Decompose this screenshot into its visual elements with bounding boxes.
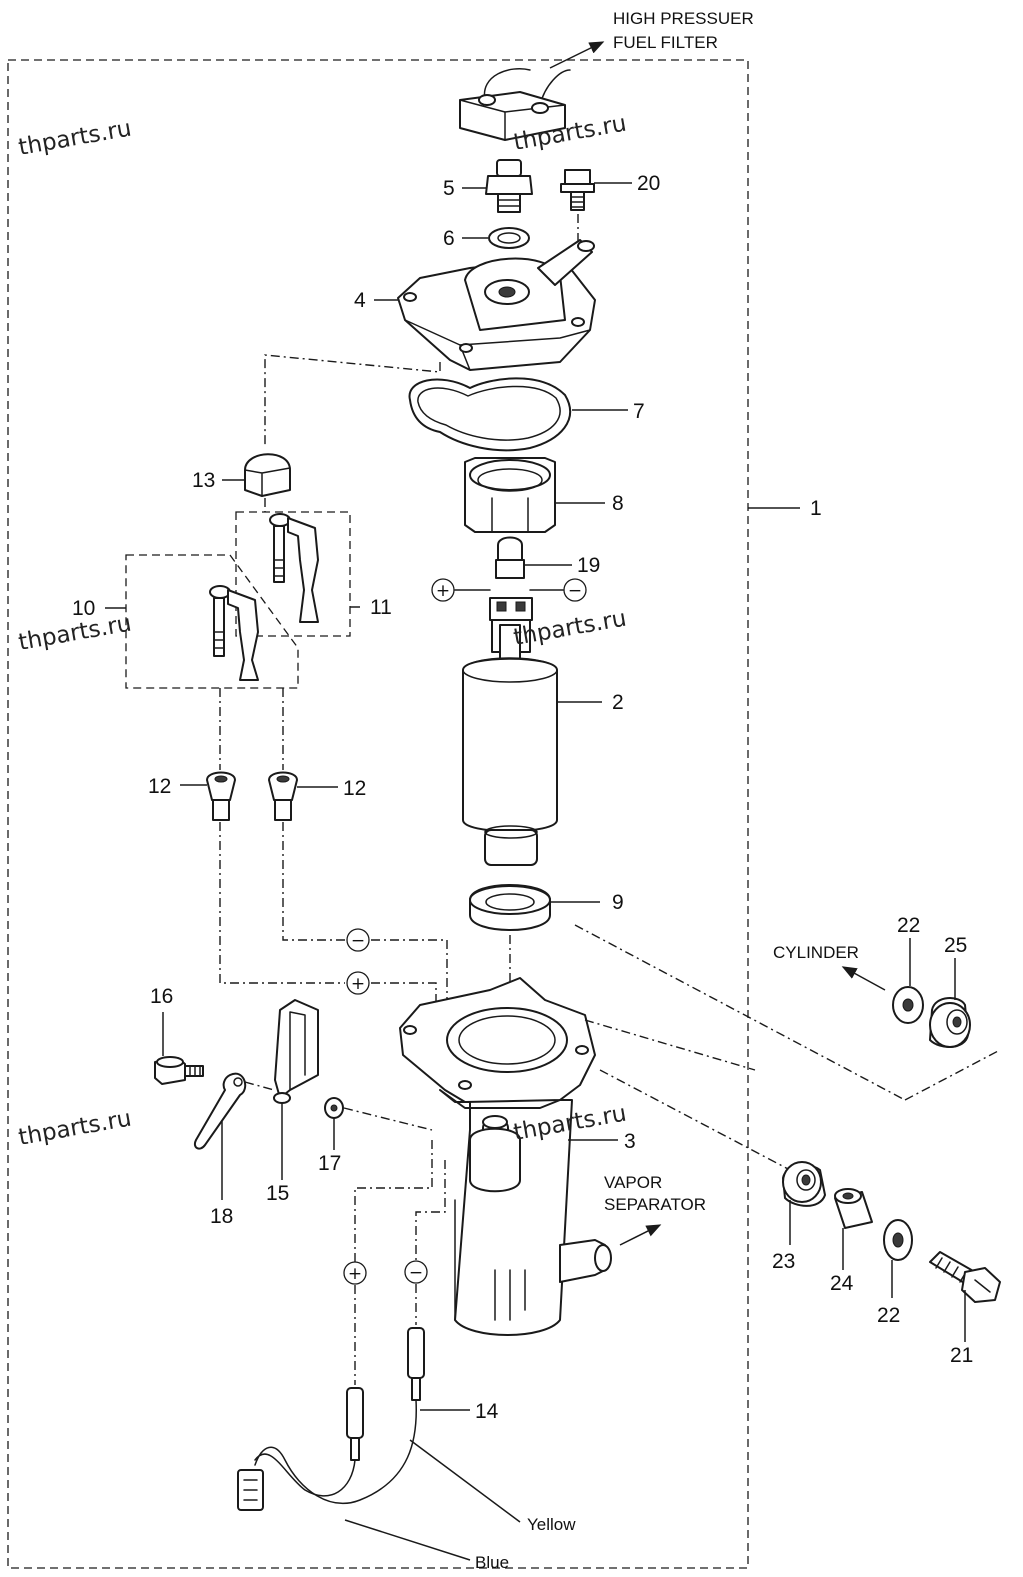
part-number-16: 16: [150, 985, 173, 1008]
label-blue-wire: Blue: [475, 1553, 509, 1572]
svg-text:−: −: [409, 1263, 423, 1283]
svg-text:+: +: [436, 581, 450, 601]
part-22-washer-upper: [892, 986, 924, 1024]
part-number-6: 6: [443, 227, 455, 250]
part-4-pump-cover: [397, 239, 596, 371]
part-3-housing: [399, 977, 612, 1336]
part-number-18: 18: [210, 1205, 233, 1228]
part-15-clamp: [273, 999, 319, 1104]
part-5-fitting: [485, 159, 533, 213]
part-number-10: 10: [72, 597, 95, 620]
part-number-24: 24: [830, 1272, 854, 1295]
part-12-boot-right: [268, 771, 298, 821]
arrow-high-pressure-filter: [549, 41, 605, 69]
part-18-ground-strap: [194, 1072, 247, 1150]
part-number-23: 23: [772, 1250, 795, 1273]
part-number-21: 21: [950, 1344, 973, 1367]
assembly-boundary: [7, 59, 749, 1569]
part-number-4: 4: [354, 289, 366, 312]
label-cylinder: CYLINDER: [773, 943, 859, 962]
harness-plus-mark-lower: +: [343, 1261, 367, 1285]
part-20-bolt: [560, 169, 595, 211]
part-number-15: 15: [266, 1182, 289, 1205]
watermark-1: thparts.ru: [17, 115, 134, 160]
part-number-17: 17: [318, 1152, 341, 1175]
part-16-bolt: [154, 1056, 204, 1085]
watermark-5: thparts.ru: [17, 1105, 134, 1150]
arrow-vapor-separator: [619, 1224, 662, 1246]
part-number-22-upper: 22: [897, 914, 920, 937]
part-number-1: 1: [810, 497, 822, 520]
hose-holder: [459, 91, 566, 141]
part-10-terminal: [209, 585, 259, 681]
part-2-fuel-pump: [462, 597, 558, 866]
pump-plus-terminal: +: [431, 578, 455, 602]
label-high-pressure-filter-line1: HIGH PRESSUER: [613, 9, 754, 28]
part-number-5: 5: [443, 177, 455, 200]
harness-minus-mark-lower: −: [404, 1260, 428, 1284]
harness-plus-mark-upper: +: [346, 971, 370, 995]
part-number-19: 19: [577, 554, 600, 577]
svg-text:−: −: [351, 931, 365, 951]
part-23-grommet: [782, 1161, 826, 1207]
part-21-bolt: [929, 1251, 1001, 1303]
arrow-cylinder: [841, 966, 886, 991]
part-number-13: 13: [192, 469, 215, 492]
part-14-wire-harness: [237, 1327, 425, 1511]
pump-minus-terminal: −: [563, 578, 587, 602]
part-number-8: 8: [612, 492, 624, 515]
part-17-washer: [324, 1097, 344, 1119]
part-12-boot-left: [206, 771, 236, 821]
part-19-cap: [495, 536, 525, 579]
part-number-3: 3: [624, 1130, 636, 1153]
part-9-rubber-ring: [469, 884, 551, 931]
part-number-11: 11: [370, 596, 392, 619]
label-high-pressure-filter-line2: FUEL FILTER: [613, 33, 718, 52]
part-7-o-ring: [408, 377, 571, 452]
hose-to-filter: [483, 68, 531, 101]
part-number-12-right: 12: [343, 777, 366, 800]
part-8-retainer: [464, 457, 556, 533]
part-24-collar: [834, 1188, 873, 1229]
part-number-12-left: 12: [148, 775, 171, 798]
part-13-clip: [244, 453, 291, 497]
svg-text:−: −: [568, 581, 582, 601]
part-6-washer: [488, 227, 530, 249]
part-number-20: 20: [637, 172, 660, 195]
part-11-group-box: [235, 511, 351, 637]
harness-minus-mark-upper: −: [346, 928, 370, 952]
label-vapor-separator-line2: SEPARATOR: [604, 1195, 706, 1214]
part-number-9: 9: [612, 891, 624, 914]
part-25-grommet: [929, 997, 971, 1048]
part-10-group-box: [125, 554, 299, 689]
part-number-22-lower: 22: [877, 1304, 900, 1327]
svg-text:+: +: [351, 974, 365, 994]
label-yellow-wire: Yellow: [527, 1515, 576, 1534]
part-number-7: 7: [633, 400, 645, 423]
part-number-14: 14: [475, 1400, 499, 1423]
part-11-terminal: [269, 513, 319, 623]
svg-text:+: +: [348, 1264, 362, 1284]
part-22-washer-lower: [883, 1219, 913, 1261]
part-number-2: 2: [612, 691, 624, 714]
part-number-25: 25: [944, 934, 967, 957]
label-vapor-separator-line1: VAPOR: [604, 1173, 662, 1192]
